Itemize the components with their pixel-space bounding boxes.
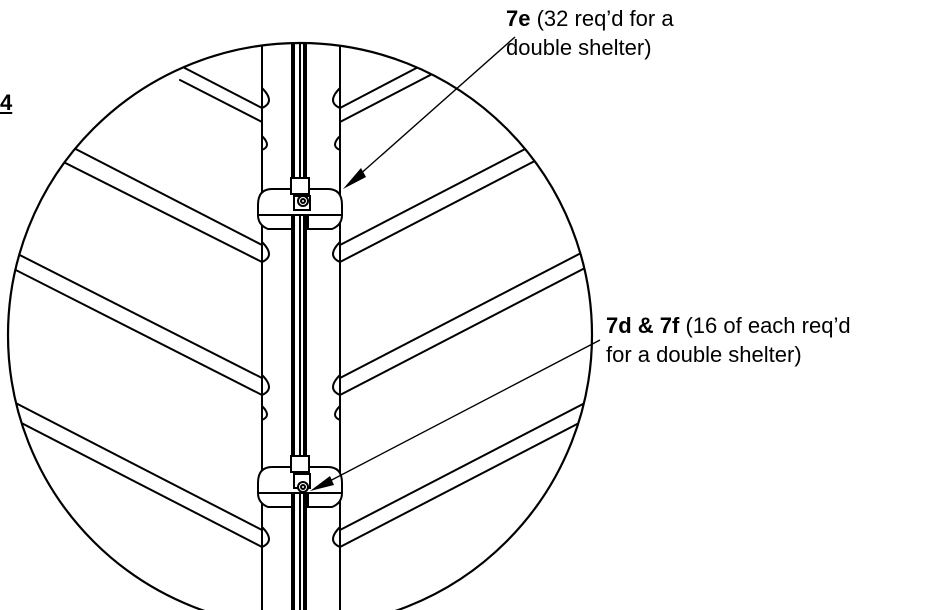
arrowhead-7d7f [310, 476, 334, 491]
part-id-7d-7f: 7d & 7f [606, 313, 680, 338]
right-panel-braces [339, 43, 592, 548]
leader-line-7d7f [323, 339, 601, 485]
callout-7d-7f: 7d & 7f (16 of each req’d for a double s… [606, 311, 851, 369]
callout-7d-7f-line1: 7d & 7f (16 of each req’d [606, 311, 851, 340]
callout-7e: 7e (32 req’d for a double shelter) [506, 4, 674, 62]
callout-7e-line2: double shelter) [506, 35, 652, 60]
callout-7d-7f-text: (16 of each req’d [679, 313, 851, 338]
figure-number: 4 [0, 90, 13, 115]
callout-7e-text: (32 req’d for a [530, 6, 674, 31]
vertical-tubes [261, 43, 341, 610]
arrowheads [310, 168, 366, 491]
callout-7d-7f-line2: for a double shelter) [606, 342, 802, 367]
tube-joint-notches [261, 87, 341, 548]
leader-lines [323, 36, 601, 485]
callout-7e-line1: 7e (32 req’d for a [506, 4, 674, 33]
arrowhead-7e [343, 168, 366, 189]
part-id-7e: 7e [506, 6, 531, 31]
upper-clamp [256, 177, 344, 230]
left-panel-braces [8, 49, 263, 548]
detail-circle-outline [6, 41, 594, 610]
magnified-detail-view [8, 43, 592, 610]
leader-line-7e [357, 36, 516, 177]
